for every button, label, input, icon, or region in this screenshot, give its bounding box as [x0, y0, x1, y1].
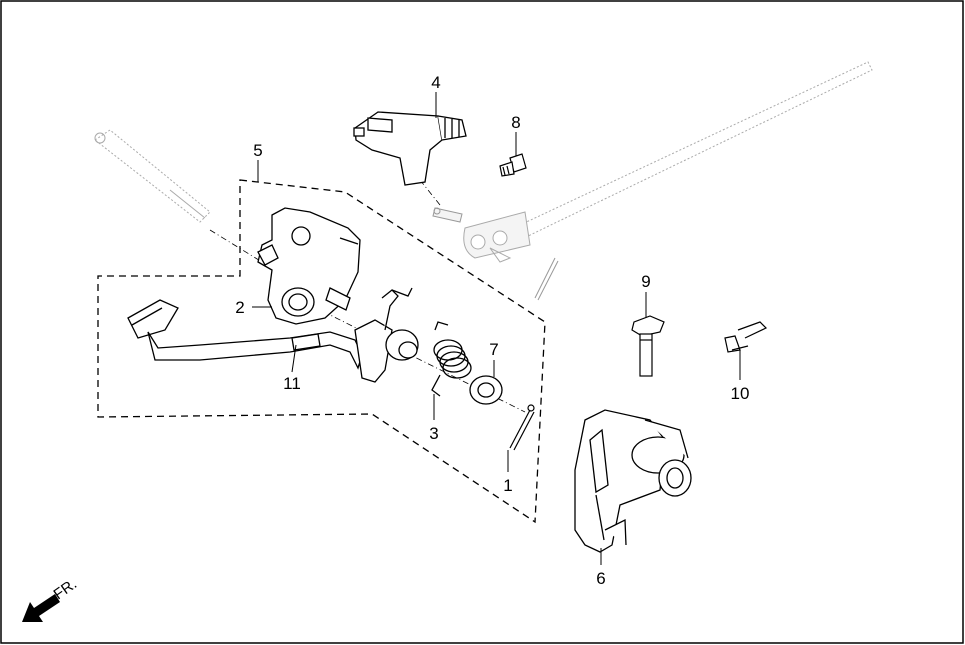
callout-6: 6: [596, 569, 605, 588]
cotter-pin: [509, 404, 535, 451]
callout-11: 11: [283, 374, 301, 393]
callout-3: 3: [429, 424, 438, 443]
front-direction-arrow-icon: [22, 594, 60, 622]
pedal-bracket: [257, 207, 361, 325]
assembly-boundary: [97, 179, 546, 524]
bolt-9: [631, 315, 665, 377]
bolt-8: [499, 153, 527, 177]
callout-10: 10: [731, 384, 750, 403]
brake-pedal: [127, 287, 419, 383]
callout-5: 5: [253, 141, 262, 160]
mount-bracket: [574, 409, 692, 553]
washer: [469, 375, 503, 405]
callout-2: 2: [235, 298, 244, 317]
brake-rod-ghost: [463, 61, 873, 263]
rod-ghost-left: [94, 129, 211, 223]
clip: [724, 321, 768, 353]
callout-9: 9: [641, 272, 650, 291]
pin-ghost: [432, 207, 463, 223]
callout-4: 4: [431, 73, 440, 92]
callout-8: 8: [511, 113, 520, 132]
cotter-pin-ghost: [534, 257, 559, 301]
callout-7: 7: [489, 340, 498, 359]
brake-switch: [353, 111, 467, 186]
return-spring: [431, 321, 472, 397]
leader-lines: [252, 92, 741, 565]
callout-1: 1: [503, 476, 512, 495]
